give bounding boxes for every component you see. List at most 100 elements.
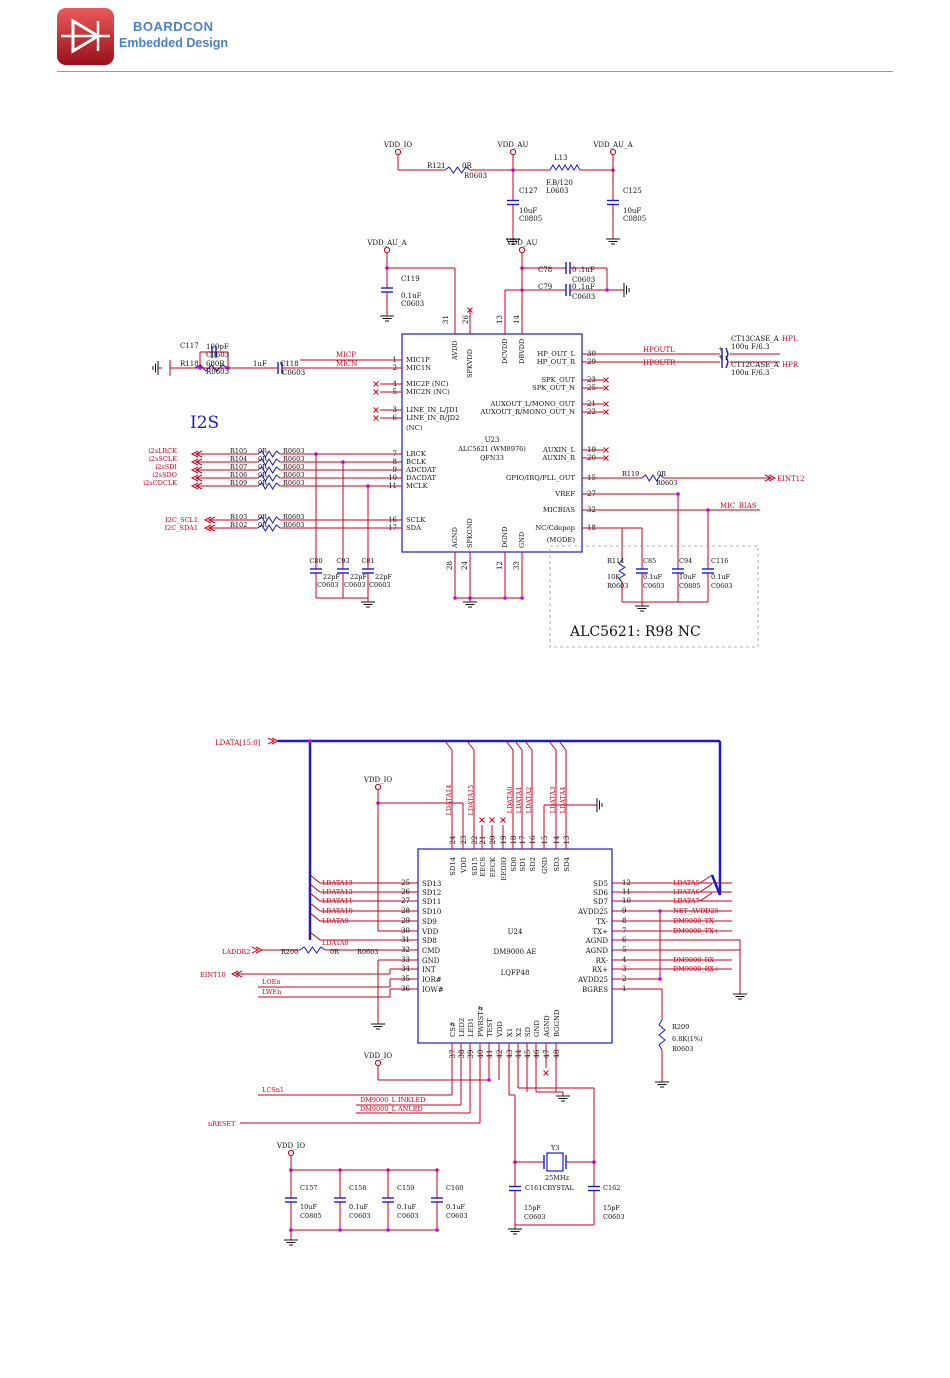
u24-pin-label: EECS <box>479 857 487 877</box>
label: Y3 <box>550 1144 559 1152</box>
junction-dot <box>658 909 662 913</box>
label: 15pF <box>524 1204 541 1212</box>
label: 10uF <box>623 207 641 215</box>
label: R106 <box>230 471 247 479</box>
label: 1uF <box>253 360 267 368</box>
net-label: DM9000_TX <box>673 917 714 925</box>
label: 33 <box>401 956 410 964</box>
u24-pin-label: INT <box>422 966 436 974</box>
net-label: DM9000_TX+ <box>673 927 719 935</box>
u24-pin-label: TEST <box>486 1018 494 1037</box>
junction-dot <box>308 739 312 743</box>
u24-pin-label: IOR# <box>422 976 442 984</box>
u23-pin-label: AUXOUT_R/MONO_OUT_N <box>479 408 575 416</box>
label: 9 <box>622 907 626 915</box>
label: R200 <box>281 948 298 956</box>
u23-pin-label: SPK_OUT <box>541 376 575 384</box>
label: R0603 <box>283 463 304 471</box>
label: C0603 <box>206 351 229 359</box>
net-label: DM9000_RX <box>673 956 715 964</box>
label: 36 <box>401 985 410 993</box>
label: 22pF <box>323 573 340 581</box>
wire <box>699 892 713 902</box>
label: C117 <box>180 342 199 350</box>
label: 0R <box>258 463 268 471</box>
u24-pin-label: RX+ <box>592 966 608 974</box>
u23-pin-label: DACDAT <box>406 474 437 482</box>
u24-pin-label: CMD <box>422 947 441 955</box>
label: C119 <box>401 275 420 283</box>
bus-net-label: LDATA2 <box>525 787 533 814</box>
wire <box>543 1070 549 1076</box>
wire <box>257 524 281 532</box>
label: L13 <box>554 154 568 162</box>
u23-pin-label: HP_OUT_L <box>537 350 575 358</box>
label: 15 <box>541 836 549 845</box>
junction-dot <box>338 1228 342 1232</box>
u23-pin-label: LINE_IN_R/JD2 <box>406 414 459 422</box>
label: F.B/120 <box>546 179 573 187</box>
wire <box>548 740 557 751</box>
label: 40 <box>477 1050 485 1059</box>
label: C0603 <box>711 582 733 590</box>
label: 0.1uF <box>397 1203 417 1211</box>
wire <box>699 874 713 884</box>
brand-name: BOARDCON <box>133 19 214 34</box>
label: 38 <box>458 1050 466 1059</box>
net-label: NET_AVDD25 <box>673 907 719 915</box>
u24-pin-label: AGND <box>543 1015 551 1038</box>
wire <box>190 450 199 458</box>
u24-pin-label: VDD <box>460 856 468 873</box>
label: 16 <box>529 835 537 844</box>
bus-net-label: LDATA10 <box>322 907 353 915</box>
label: 21 <box>479 836 487 845</box>
u23-pin-label: AUXOUT_L/MONO_OUT <box>489 400 575 408</box>
net-label: LADDR2 <box>222 948 250 956</box>
label: C0603 <box>643 582 665 590</box>
wire <box>618 559 626 583</box>
label: 2 <box>622 975 626 983</box>
i2s-net-label: i2sSCLK <box>149 455 177 463</box>
u23-pin-label: MIC1P <box>406 356 430 364</box>
net-label: DM9000_RX+ <box>673 965 720 973</box>
u23-package: QFN33 <box>480 454 504 462</box>
label: R0603 <box>206 368 229 376</box>
u23-pin-label: VREF <box>554 490 575 498</box>
label: C0603 <box>524 1213 546 1221</box>
label: 1 <box>622 985 626 993</box>
label: 17 <box>519 836 527 845</box>
alc5621-note: ALC5621: R98 NC <box>569 624 701 640</box>
u24-pin-label: SD8 <box>422 937 437 945</box>
label: 13 <box>496 315 504 324</box>
label: 24 <box>461 561 469 570</box>
bus-net-label: LDATA3 <box>549 787 557 814</box>
u24-pin-label: CS# <box>449 1021 457 1037</box>
label: 48 <box>553 1050 561 1059</box>
wire <box>309 874 321 884</box>
u24-pin-label: EECK <box>489 856 497 877</box>
label: 100u F/6.3 <box>731 343 769 351</box>
label: 0R <box>258 513 268 521</box>
label: 33 <box>513 561 521 570</box>
wire <box>467 307 473 313</box>
label: AVDD <box>451 341 459 362</box>
bus-net-label: LDATA14 <box>445 785 453 816</box>
label: 12 <box>622 879 631 887</box>
label: R102 <box>230 521 247 529</box>
label: 15pF <box>603 1204 620 1212</box>
bus-label: LDATA[15:0] <box>215 739 261 747</box>
junction-dot <box>676 492 680 496</box>
bus-net-label: LDATA9 <box>322 917 349 925</box>
u23-pin-label: MIC1N <box>406 364 431 372</box>
label: C161CRYSTAL <box>525 1184 574 1192</box>
label: DGND <box>501 527 509 548</box>
wire <box>190 466 199 474</box>
bus-net-label: LDATA15 <box>467 785 475 816</box>
label: C0805 <box>623 215 646 223</box>
label: 20 <box>489 836 497 845</box>
label: 31 <box>442 315 450 324</box>
label: 0R <box>258 521 268 529</box>
u24-part: DM9000 AE <box>494 948 537 956</box>
wire <box>309 902 321 912</box>
label: C157 <box>300 1184 317 1192</box>
